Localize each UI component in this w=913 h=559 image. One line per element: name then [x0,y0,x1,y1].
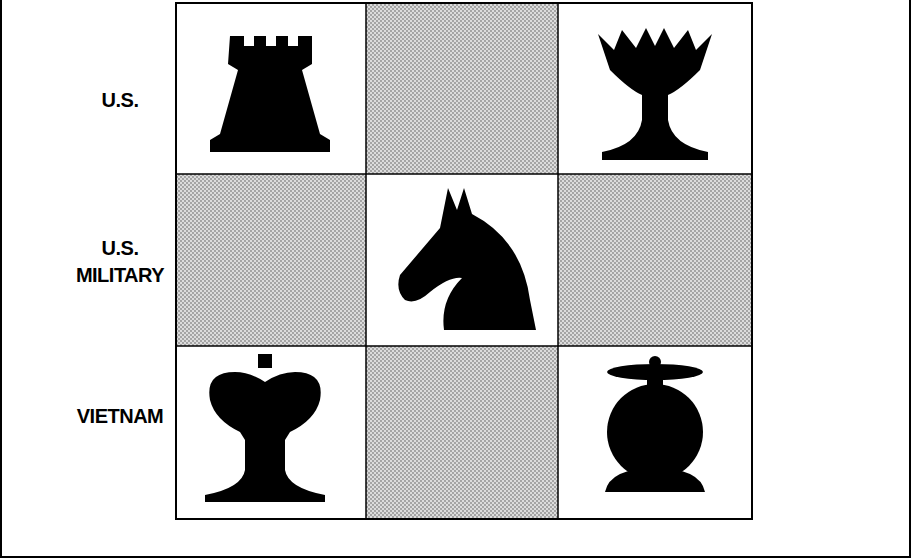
king-piece [205,354,325,502]
rook-piece [210,36,330,152]
crown-piece [598,28,712,160]
row-label: VIETNAM [68,403,172,430]
grey-square [177,174,366,346]
round-piece [605,356,705,492]
board-grid [176,3,752,519]
row-label: U.S. [68,87,172,114]
row-label: U.S. MILITARY [68,235,172,289]
grey-square [558,174,751,346]
knight-piece [398,188,536,330]
grey-square [366,346,558,518]
grey-square [366,4,558,174]
